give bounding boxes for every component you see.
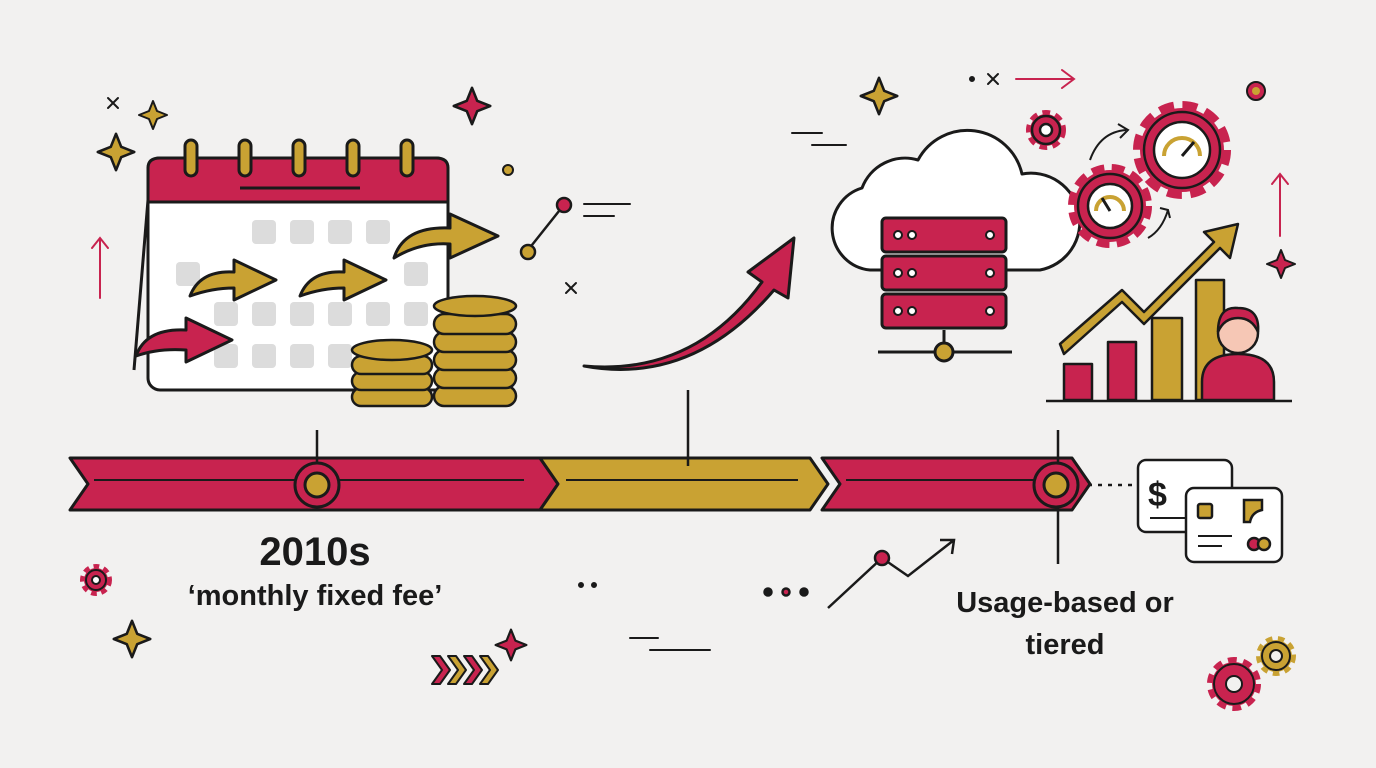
person-icon — [1200, 306, 1276, 402]
later-model-label: Usage-based or tiered — [956, 587, 1174, 661]
chevron-arrows-icon — [431, 655, 499, 685]
node-connector-icon — [519, 196, 573, 261]
cloud-server-icon — [830, 128, 1082, 363]
decorative-marks — [91, 69, 1289, 651]
coin-stack-icon — [350, 294, 518, 408]
era-description-label: ‘monthly fixed fee’ — [187, 580, 443, 612]
small-line-chart-icon — [763, 538, 956, 609]
gear-gauge-icon — [1026, 101, 1231, 248]
payment-card-icon: $ — [1136, 458, 1284, 564]
gear-icon — [80, 564, 1296, 711]
timeline-bar — [68, 390, 1136, 564]
currency-symbol: $ — [1148, 476, 1167, 514]
trend-arrow-icon — [582, 236, 796, 371]
era-year-label: 2010s — [259, 530, 371, 574]
calendar-icon — [132, 138, 500, 392]
